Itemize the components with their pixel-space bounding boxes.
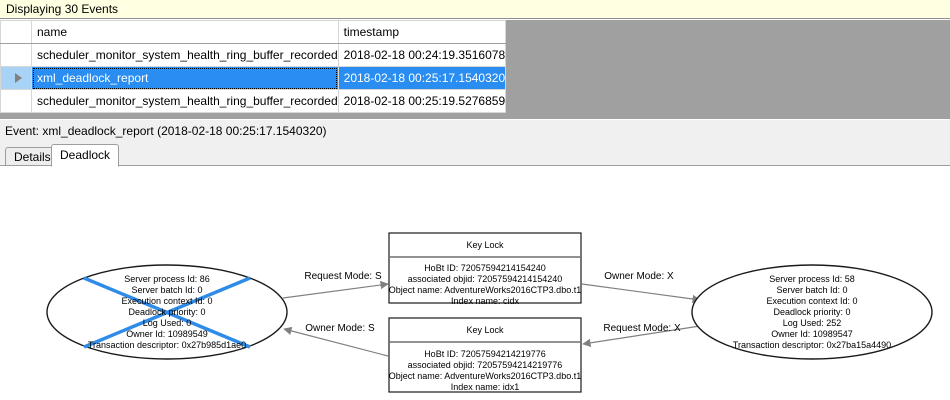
table-row[interactable]: scheduler_monitor_system_health_ring_buf… <box>0 43 507 67</box>
process-right-line-3: Deadlock priority: 0 <box>773 307 850 317</box>
upper-key-lock-line-2: Object name: AdventureWorks2016CTP3.dbo.… <box>389 285 581 295</box>
process-left-line-3: Deadlock priority: 0 <box>128 307 205 317</box>
events-grid-header-row: name timestamp <box>0 20 507 44</box>
cell-timestamp[interactable]: 2018-02-18 00:24:19.3516078 <box>337 43 507 67</box>
upper-key-lock-line-1: associated objid: 72057594214154240 <box>408 274 563 284</box>
lower-key-lock-shape[interactable] <box>388 317 582 393</box>
deadlock-graph-canvas[interactable]: Request Mode: S Owner Mode: X Owner Mode… <box>0 166 950 400</box>
upper-key-lock-title: Key Lock <box>466 240 504 250</box>
process-left-line-0: Server process Id: 86 <box>124 274 210 284</box>
cell-name[interactable]: xml_deadlock_report <box>31 66 339 90</box>
event-header-text: Event: xml_deadlock_report (2018-02-18 0… <box>5 124 327 138</box>
edge-owner-s: Owner Mode: S <box>283 323 389 357</box>
process-left-line-1: Server batch Id: 0 <box>131 285 202 295</box>
edge-request-s-label: Request Mode: S <box>304 271 382 282</box>
lower-key-lock-title: Key Lock <box>466 325 504 335</box>
events-count-text: Displaying 30 Events <box>6 2 119 16</box>
process-node-left[interactable]: Server process Id: 86 Server batch Id: 0… <box>46 264 288 360</box>
process-right-line-4: Log Used: 252 <box>783 318 842 328</box>
process-left-line-2: Execution context Id: 0 <box>121 296 212 306</box>
edge-request-x-label: Request Mode: X <box>603 323 681 334</box>
lower-key-lock-line-1: associated objid: 72057594214219776 <box>408 360 563 370</box>
process-left-line-6: Transaction descriptor: 0x27b985d1ae0 <box>88 340 246 350</box>
upper-key-lock-line-3: Index name: cidx <box>451 296 520 306</box>
deadlock-graph-svg: Request Mode: S Owner Mode: X Owner Mode… <box>46 232 933 393</box>
resource-node-upper-key-lock[interactable]: Key Lock HoBt ID: 72057594214154240 asso… <box>388 232 582 306</box>
events-grid[interactable]: name timestamp scheduler_monitor_system_… <box>0 20 950 119</box>
edge-request-s: Request Mode: S <box>282 271 389 299</box>
current-row-arrow-icon <box>15 73 22 83</box>
row-selector-cell[interactable] <box>0 43 32 67</box>
process-right-line-2: Execution context Id: 0 <box>766 296 857 306</box>
victim-cross-icon <box>83 276 251 349</box>
tab-deadlock[interactable]: Deadlock <box>51 144 120 167</box>
process-node-right[interactable]: Server process Id: 58 Server batch Id: 0… <box>691 264 933 360</box>
column-header-timestamp[interactable]: timestamp <box>337 20 507 44</box>
process-node-right-shape[interactable] <box>691 264 933 360</box>
column-header-name[interactable]: name <box>31 20 339 44</box>
process-right-line-0: Server process Id: 58 <box>769 274 855 284</box>
process-right-line-6: Transaction descriptor: 0x27ba15a4490 <box>733 340 891 350</box>
process-right-line-5: Owner Id: 10989547 <box>771 329 853 339</box>
cell-timestamp[interactable]: 2018-02-18 00:25:19.5276859 <box>337 89 507 113</box>
process-right-line-1: Server batch Id: 0 <box>776 285 847 295</box>
event-header-bar: Event: xml_deadlock_report (2018-02-18 0… <box>0 119 950 142</box>
tabstrip-divider <box>0 165 950 166</box>
process-left-line-4: Log Used: 0 <box>143 318 192 328</box>
lower-key-lock-line-0: HoBt ID: 72057594214219776 <box>424 349 546 359</box>
edge-owner-x: Owner Mode: X <box>581 271 701 304</box>
events-grid-table: name timestamp scheduler_monitor_system_… <box>0 20 507 113</box>
detail-tabstrip: Details Deadlock <box>0 142 950 167</box>
cell-timestamp[interactable]: 2018-02-18 00:25:17.1540320 <box>337 66 507 90</box>
edge-request-x: Request Mode: X <box>582 323 701 348</box>
resource-node-lower-key-lock[interactable]: Key Lock HoBt ID: 72057594214219776 asso… <box>388 317 582 393</box>
process-left-line-5: Owner Id: 10989549 <box>126 329 208 339</box>
row-selector-header <box>0 20 32 44</box>
table-row[interactable]: xml_deadlock_report 2018-02-18 00:25:17.… <box>0 66 507 90</box>
upper-key-lock-shape[interactable] <box>388 232 582 304</box>
row-selector-cell[interactable] <box>0 89 32 113</box>
events-count-banner: Displaying 30 Events <box>0 0 950 19</box>
lower-key-lock-line-2: Object name: AdventureWorks2016CTP3.dbo.… <box>389 371 581 381</box>
lower-key-lock-line-3: Index name: idx1 <box>451 382 520 392</box>
table-row[interactable]: scheduler_monitor_system_health_ring_buf… <box>0 89 507 113</box>
edge-owner-x-label: Owner Mode: X <box>604 271 674 282</box>
edge-owner-s-label: Owner Mode: S <box>305 323 375 334</box>
row-selector-cell[interactable] <box>0 66 32 90</box>
upper-key-lock-line-0: HoBt ID: 72057594214154240 <box>424 263 546 273</box>
cell-name[interactable]: scheduler_monitor_system_health_ring_buf… <box>31 43 339 67</box>
cell-name[interactable]: scheduler_monitor_system_health_ring_buf… <box>31 89 339 113</box>
